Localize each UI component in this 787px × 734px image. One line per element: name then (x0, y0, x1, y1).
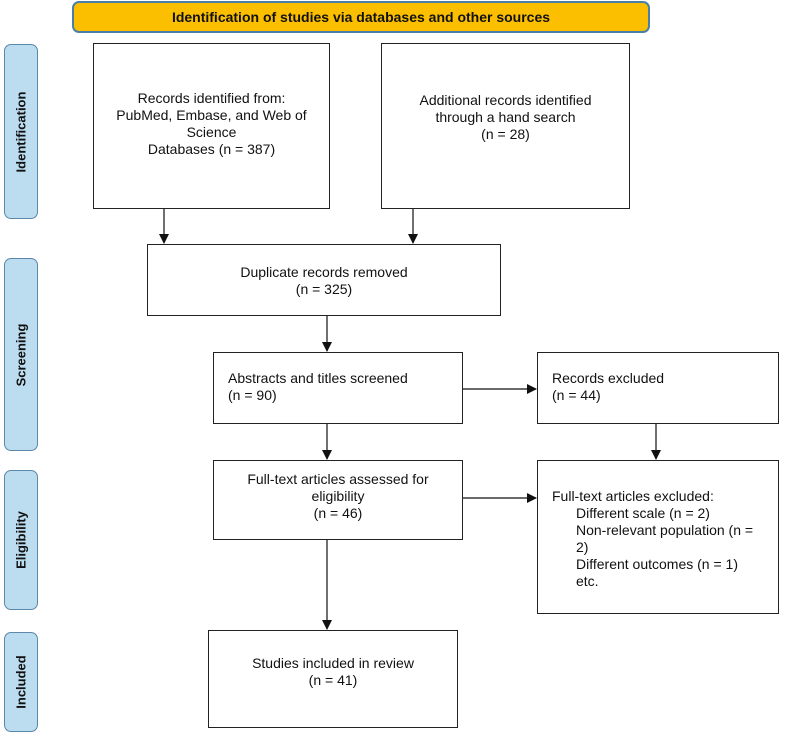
additional-records-text: Additional records identified through a … (419, 92, 592, 142)
abstracts-screened-box: Abstracts and titles screened (n = 90) (213, 352, 463, 424)
header-title: Identification of studies via databases … (171, 9, 551, 25)
exclusion-reason: Non-relevant population (n = 2) (576, 522, 754, 555)
records-excluded-text: Records excluded (n = 44) (552, 370, 665, 403)
records-excluded-box: Records excluded (n = 44) (537, 352, 779, 424)
duplicates-removed-box: Duplicate records removed (n = 325) (147, 244, 501, 316)
fulltext-excluded-box: Full-text articles excluded: Different s… (537, 460, 779, 614)
fulltext-assessed-box: Full-text articles assessed for eligibil… (213, 460, 463, 540)
records-identified-box: Records identified from: PubMed, Embase,… (93, 43, 330, 209)
fulltext-excluded-title: Full-text articles excluded: (552, 488, 714, 504)
studies-included-box: Studies included in review (n = 41) (208, 630, 458, 728)
duplicates-removed-text: Duplicate records removed (n = 325) (240, 264, 408, 297)
abstracts-screened-text: Abstracts and titles screened (n = 90) (228, 370, 408, 403)
diagram-header: Identification of studies via databases … (72, 1, 650, 33)
studies-included-text: Studies included in review (n = 41) (252, 655, 414, 688)
stage-identification: Identification (4, 44, 38, 219)
exclusion-reason: Different scale (n = 2) (576, 505, 710, 521)
stage-eligibility: Eligibility (4, 470, 38, 610)
additional-records-box: Additional records identified through a … (381, 43, 630, 209)
fulltext-assessed-text: Full-text articles assessed for eligibil… (247, 471, 429, 521)
records-identified-text: Records identified from: PubMed, Embase,… (116, 90, 307, 157)
exclusion-reason: etc. (576, 573, 599, 589)
stage-screening: Screening (4, 258, 38, 451)
exclusion-reason: Different outcomes (n = 1) (576, 556, 738, 572)
stage-included: Included (4, 632, 38, 732)
